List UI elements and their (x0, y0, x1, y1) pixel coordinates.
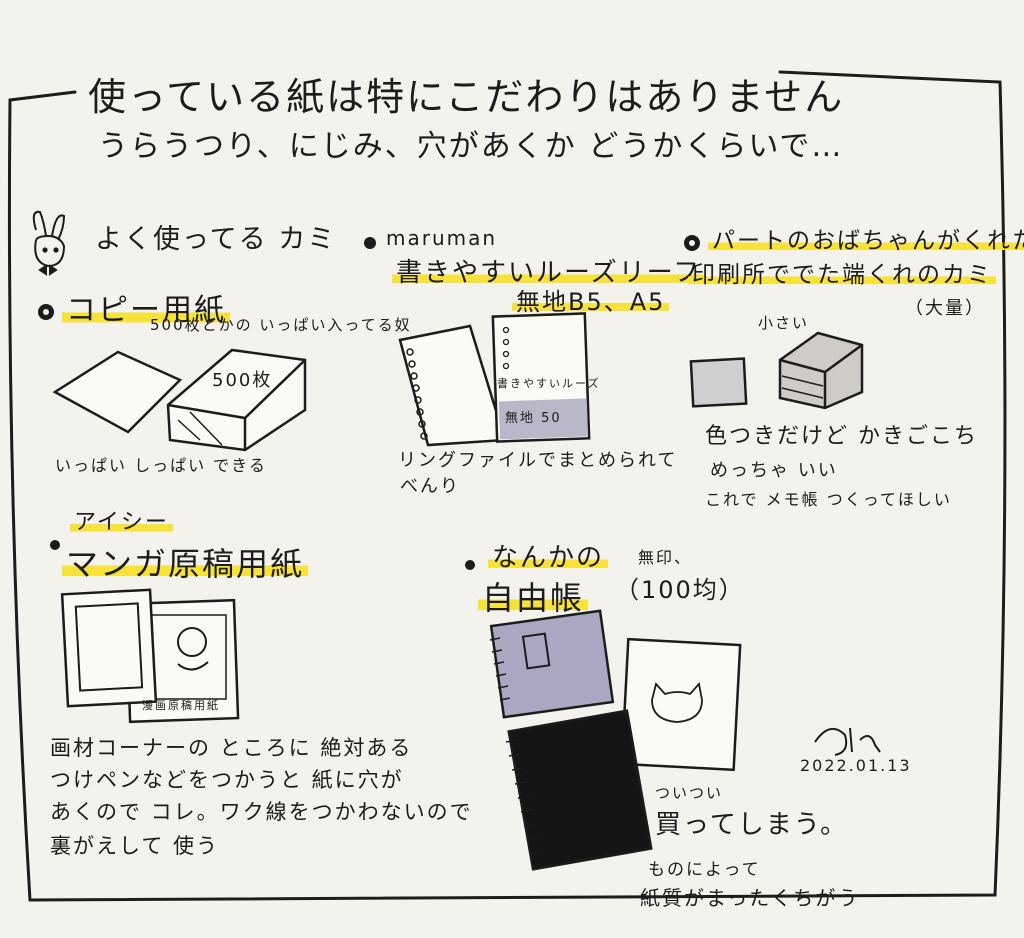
copy-paper-caption: いっぱい しっぱい できる (55, 456, 267, 475)
scrap-stack-icon (778, 331, 864, 410)
manga-sheet-label: 漫画原稿用紙 (142, 699, 220, 712)
notebook-note-2: （100均） (615, 576, 745, 604)
loose-leaf-caption-1: リングファイルでまとめられて (398, 450, 678, 471)
loose-leaf-caption-2: べんり (400, 476, 460, 497)
frame-border (7, 70, 1007, 902)
manga-paper-title: マンガ原稿用紙 (62, 548, 309, 580)
bunny-icon (32, 210, 66, 276)
print-scrap-small: 小さい (758, 314, 810, 332)
copy-paper-note: 500枚とかの いっぱい入ってる奴 (150, 316, 412, 334)
notebook-title-1: なんかの (488, 545, 609, 571)
section-title: よく使ってる カミ (95, 224, 337, 255)
manga-paper-caption-2: つけペンなどをつかうと 紙に穴が (50, 768, 404, 792)
header-line-1: 使っている紙は特にこだわりはありません (88, 75, 845, 119)
print-scrap-note: （大量） (905, 298, 985, 319)
signature-mark (814, 727, 881, 756)
print-scrap-caption-2: めっちゃ いい (710, 460, 838, 481)
notebook-caption-4: 紙質がまったくちがう (640, 886, 860, 910)
notebook-caption-1: ついつい (655, 784, 724, 802)
notebook-caption-3: ものによって (648, 860, 761, 880)
manga-paper-caption-3: あくので コレ。ワク線をつかわないので (50, 800, 473, 824)
manga-paper-caption-4: 裏がえして 使う (50, 834, 220, 858)
notebook-cat-icon (620, 637, 742, 772)
scrap-sheet-icon (689, 357, 748, 408)
loose-leaf-title: 書きやすいルーズリーフ (392, 260, 706, 286)
print-scrap-caption-3: これで メモ帳 つくってほしい (705, 490, 952, 509)
notebook-lavender-icon (489, 609, 615, 719)
header-line-2: うらうつり、にじみ、穴があくか どうかくらいで… (98, 129, 844, 164)
manga-paper-caption-1: 画材コーナーの ところに 絶対ある (50, 736, 413, 760)
paper-pack-icon (166, 348, 307, 452)
signature-date: 2022.01.13 (800, 756, 912, 775)
manga-paper-brand: アイシー (70, 512, 173, 534)
loose-leaf-pack-top: 書きやすいルーズ (497, 377, 601, 390)
bullet-icon (364, 237, 376, 249)
notebook-title-2: 自由帳 (478, 582, 589, 614)
notebook-note-1: 無印、 (638, 548, 693, 567)
notebook-black-icon (505, 709, 653, 871)
manga-paper-icon (60, 588, 240, 724)
bullet-icon (465, 560, 475, 570)
loose-leaf-subtitle: 無地B5、A5 (512, 290, 670, 314)
loose-leaf-sheet-icon (398, 324, 507, 447)
print-scrap-title-2: 印刷所ででた端くれのカミ (688, 264, 996, 287)
loose-leaf-brand: maruman (386, 226, 498, 250)
pack-label: 500枚 (212, 370, 273, 391)
print-scrap-title-1: パートのおばちゃんがくれた (708, 230, 1024, 253)
copy-paper-title: コピー用紙 (62, 296, 230, 326)
bullet-icon (50, 540, 60, 550)
loose-leaf-pack-icon (491, 312, 591, 443)
notebook-caption-2: 買ってしまう。 (655, 810, 849, 840)
print-scrap-caption-1: 色つきだけど かきごこち (705, 424, 978, 449)
copy-sheet-icon (52, 350, 183, 434)
loose-leaf-pack-bottom: 無地 50 (505, 411, 562, 426)
